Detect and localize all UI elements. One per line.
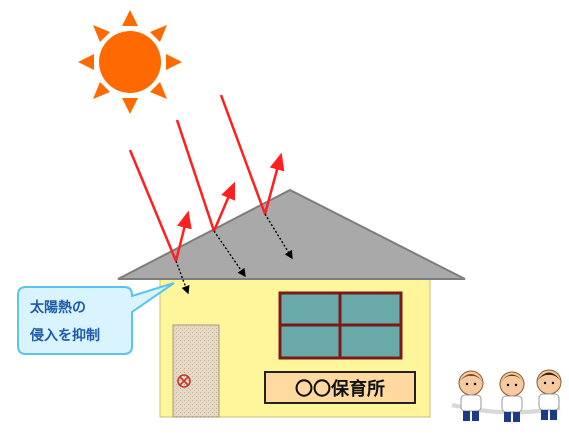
callout-line1: 太陽熱の (30, 299, 86, 316)
door (172, 324, 220, 418)
sun-rays (128, 94, 267, 262)
house-roof (117, 188, 466, 280)
transmitted-heat-rays (175, 213, 293, 295)
callout-bubble: 太陽熱の 侵入を抑制 (17, 282, 175, 355)
children-illustration (451, 369, 562, 422)
facility-name: 〇〇保育所 (295, 378, 385, 400)
facility-sign: 〇〇保育所 (264, 371, 416, 404)
circled-x-icon (177, 374, 191, 388)
reflected-rays (174, 152, 285, 262)
sun-icon (78, 10, 182, 114)
window (278, 291, 403, 360)
callout-line2: 侵入を抑制 (29, 327, 100, 344)
